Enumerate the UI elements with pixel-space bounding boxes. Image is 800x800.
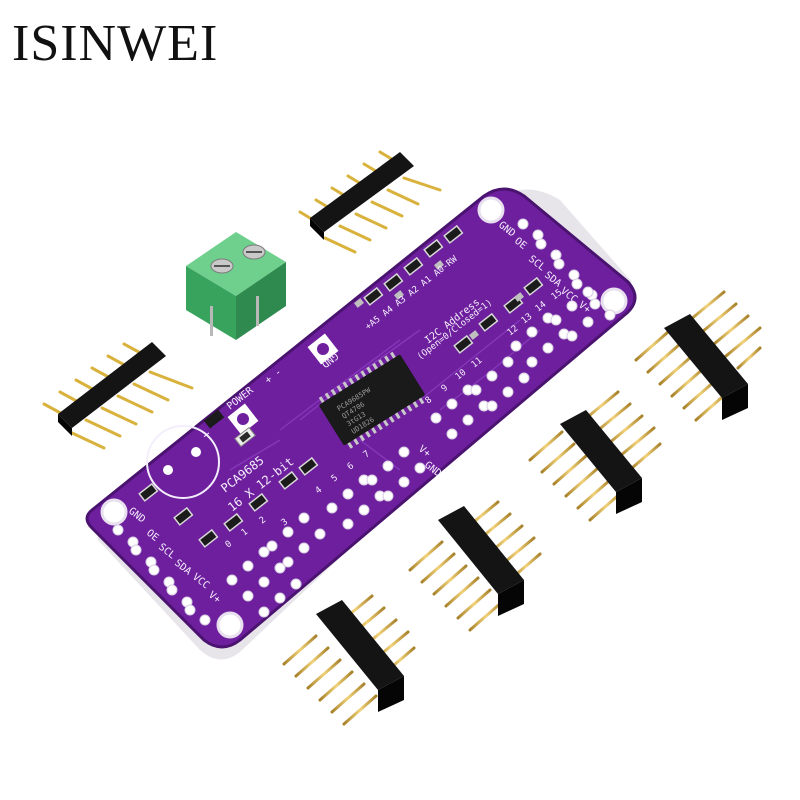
header-block-4 [282, 594, 416, 726]
brand-logo-text: ISINWEI [12, 15, 219, 72]
header-block-1 [634, 290, 762, 422]
silk-channel-7: 7 [362, 449, 372, 460]
power-terminal-pads [227, 333, 339, 435]
pca9685-chip: PCA9685PW QT4706 3tG13 UD1826 [318, 351, 425, 449]
capacitor-footprint [146, 425, 220, 499]
servo-output-pads [226, 286, 594, 618]
left-header-pads [112, 524, 211, 626]
resistor-arrays [138, 224, 544, 548]
header-block-3 [408, 500, 542, 632]
screw-terminal-block [186, 232, 286, 340]
silk-channel-1: 1 [240, 527, 250, 538]
silk-channel-6: 6 [346, 461, 356, 472]
silk-channel-2: 2 [258, 515, 268, 526]
right-header-pads [517, 218, 616, 321]
silk-channel-0: 0 [224, 539, 234, 550]
header-strip-top [298, 150, 442, 254]
silk-channel-9: 9 [440, 383, 450, 394]
mounting-holes [100, 196, 628, 639]
header-block-2 [528, 390, 662, 522]
silk-channel-3: 3 [280, 517, 290, 528]
header-strip-left [42, 342, 194, 450]
silk-channel-5: 5 [330, 473, 340, 484]
silk-channel-4: 4 [314, 485, 324, 496]
silk-channel-8: 8 [424, 395, 434, 406]
power-led [203, 409, 256, 448]
